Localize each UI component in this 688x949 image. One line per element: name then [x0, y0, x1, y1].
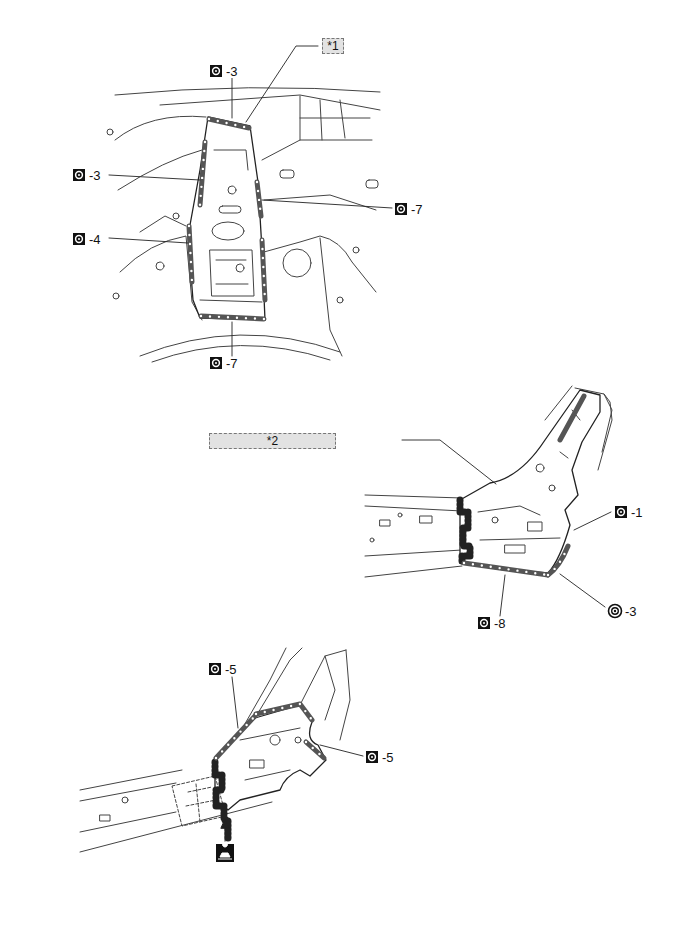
- callout-number: -8: [493, 617, 507, 630]
- callout-number: -4: [88, 233, 102, 246]
- callout-number: -7: [410, 203, 424, 216]
- callout-number: -3: [88, 169, 102, 182]
- callout-number: -5: [381, 751, 395, 764]
- reference-tag: *2: [209, 433, 336, 449]
- callout-number: -5: [224, 663, 238, 676]
- weld-symbol: [209, 663, 221, 675]
- weld-symbol: [210, 357, 222, 369]
- weld-symbol: [615, 506, 627, 518]
- weld-symbol: [73, 169, 85, 181]
- weld-symbol: [366, 751, 378, 763]
- reference-tag: *1: [322, 38, 344, 54]
- tag-text: *1: [327, 40, 338, 52]
- weld-symbol: [395, 203, 407, 215]
- tag-text: *2: [267, 435, 278, 447]
- callout-number: -7: [225, 357, 239, 370]
- weld-symbol: [609, 605, 622, 618]
- callout-number: -3: [225, 65, 239, 78]
- weld-symbol: [73, 233, 85, 245]
- weld-symbol: [478, 617, 490, 629]
- weld-symbol: [210, 65, 222, 77]
- callout-number: -3: [624, 605, 638, 618]
- callout-number: -1: [630, 506, 644, 519]
